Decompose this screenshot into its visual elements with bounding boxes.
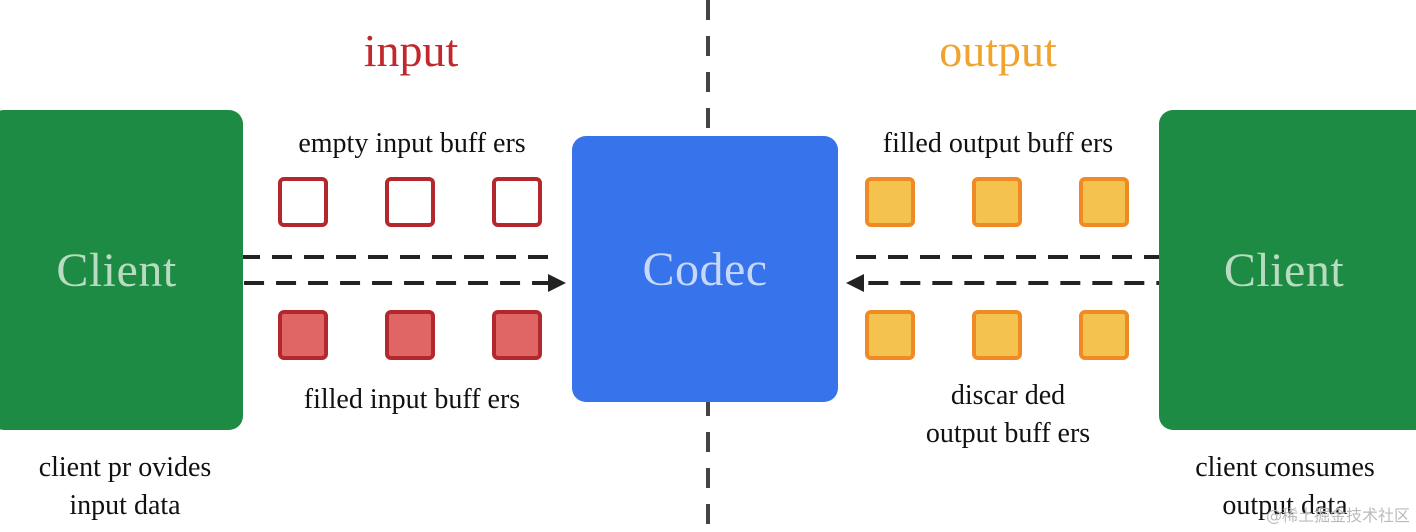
discarded-output-buffer [972,310,1022,360]
empty-input-buffer [278,177,328,227]
output-arrowhead [846,274,864,292]
client-left-block: Client [0,110,243,430]
codec-block: Codec [572,136,838,402]
codec-label: Codec [642,242,768,296]
filled-input-buffer [385,310,435,360]
filled-output-buffer [865,177,915,227]
client-left-label: Client [56,243,177,297]
filled-output-buffer [1079,177,1129,227]
filled-input-buffer [492,310,542,360]
empty-input-buffer [385,177,435,227]
filled-output-buffer [972,177,1022,227]
client-consumes-caption: client consumes output data [1195,452,1375,521]
client-right-label: Client [1223,243,1345,297]
client-provides-caption: client pr ovides input data [38,452,212,521]
discarded-output-buffers-caption: discar ded output buff ers [925,380,1091,449]
filled-input-buffer [278,310,328,360]
empty-input-buffer [492,177,542,227]
discarded-output-buffer [1079,310,1129,360]
input-title: input [363,25,459,76]
input-flow-arrow [209,255,552,285]
discarded-output-buffer [865,310,915,360]
filled-input-buffers-caption: filled input buff ers [303,384,521,415]
watermark: @稀土掘金技术社区 [1265,506,1410,525]
empty-input-buffers-caption: empty input buff ers [298,128,526,159]
client-right-block: Client [1159,110,1416,430]
output-title: output [939,25,1057,76]
input-arrowhead [548,274,566,292]
output-flow-arrow [856,255,1203,285]
filled-output-buffers-caption: filled output buff ers [882,128,1114,159]
